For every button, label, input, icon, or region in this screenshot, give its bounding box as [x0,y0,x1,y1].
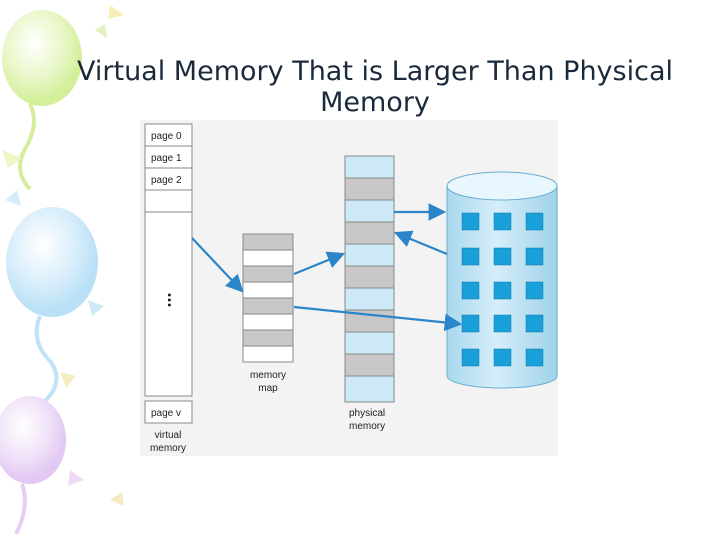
physical-memory-caption-line-2: memory [349,421,385,432]
physical-memory-column: physical memory [344,155,395,432]
arrow-map-to-disk [293,305,463,332]
frame-light [344,155,395,179]
disk-block [525,281,544,300]
page-2-label: page 2 [151,175,182,186]
disk-block [461,348,480,367]
virtual-memory-caption-line-2: memory [150,443,186,454]
disk-block [493,314,512,333]
frame-light [344,199,395,223]
page-0-label: page 0 [151,131,182,142]
slide-title: Virtual Memory That is Larger Than Physi… [40,56,710,118]
blank-cell [144,189,193,213]
disk-cylinder-icon [446,171,558,389]
arrow-map-to-physical [293,251,346,276]
disk-block [525,247,544,266]
map-entry [242,297,294,315]
disk-block [461,212,480,231]
disk-block [493,212,512,231]
slide-title-line-1: Virtual Memory That is Larger Than Physi… [77,56,673,88]
memory-map-caption-line-1: memory [250,370,286,381]
blue-balloon-icon [5,190,104,403]
map-entry [242,233,294,251]
map-entry [242,345,294,363]
virtual-memory-caption-line-1: virtual [155,430,182,441]
frame-light [344,375,395,403]
page-1-label: page 1 [151,153,182,164]
disk-block [461,314,480,333]
physical-memory-caption-line-1: physical [349,408,385,419]
page-v-cell [144,400,193,424]
page-v-label: page v [151,408,181,419]
frame-light [344,243,395,267]
map-entry [242,281,294,299]
disk-block [525,348,544,367]
frame-gray [344,265,395,289]
disk-block [493,348,512,367]
disk-block [461,247,480,266]
map-entry [242,329,294,347]
slide-title-line-2: Memory [320,87,430,119]
disk-block [525,314,544,333]
disk-block [525,212,544,231]
purple-balloon-icon [0,396,124,535]
virtual-memory-column: page 0 page 1 page 2 page v ... virtual … [144,123,193,454]
frame-gray [344,177,395,201]
disk-block [493,247,512,266]
disk-block [461,281,480,300]
memory-map-column: memory map [242,233,294,394]
frame-gray [344,221,395,245]
map-entry [242,313,294,331]
map-entry [242,265,294,283]
arrow-virtual-to-map [191,237,244,293]
green-balloon-icon [2,5,124,191]
memory-map-caption-line-2: map [258,383,278,394]
frame-light [344,287,395,311]
ellipsis: ... [164,292,184,307]
frame-gray [344,353,395,377]
arrow-disk-to-physical [393,230,448,256]
disk-block [493,281,512,300]
map-entry [242,249,294,267]
frame-light [344,331,395,355]
